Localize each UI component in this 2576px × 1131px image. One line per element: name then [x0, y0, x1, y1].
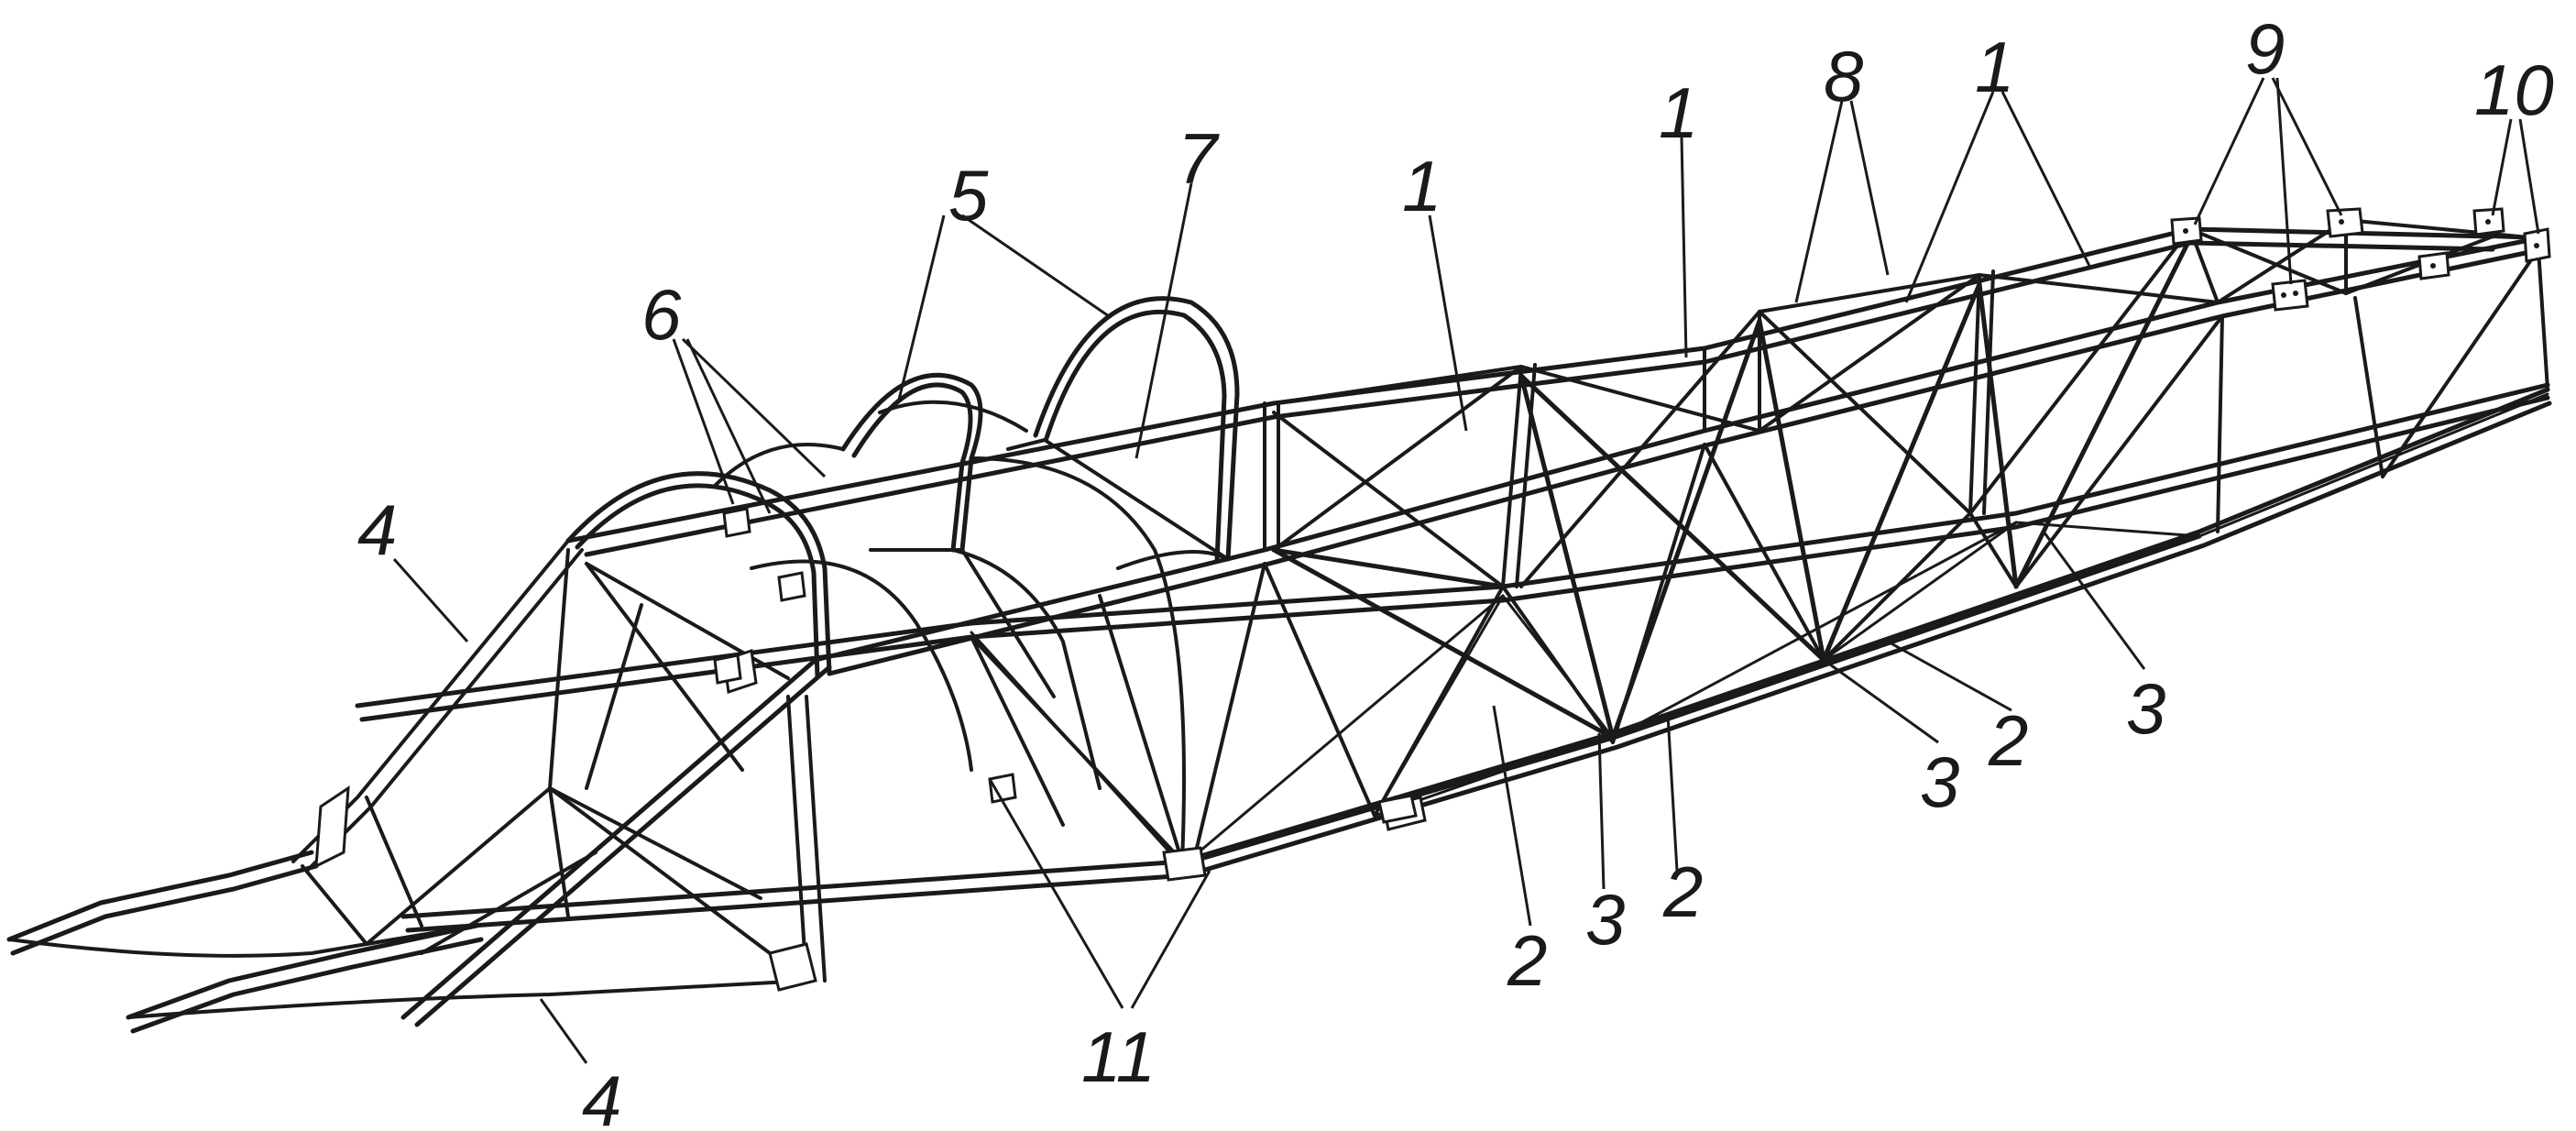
- label-11: 11: [1081, 1016, 1156, 1097]
- label-4-bottom: 4: [582, 1060, 621, 1131]
- label-5: 5: [948, 155, 989, 236]
- label-9: 9: [2245, 8, 2285, 89]
- cockpit-arches: [565, 296, 1240, 863]
- label-7: 7: [1178, 118, 1220, 199]
- label-3-b: 3: [1920, 741, 1959, 822]
- label-2-c: 2: [1988, 700, 2028, 781]
- tail-gussets: [2170, 207, 2551, 312]
- label-1-b: 1: [1659, 72, 1698, 153]
- bracing-wires: [1189, 236, 2202, 864]
- engine-mount: [6, 539, 832, 1034]
- leader-lines: [392, 77, 2540, 1064]
- label-3-a: 3: [1585, 879, 1625, 960]
- splice-fittings: [988, 773, 1427, 882]
- label-2-a: 2: [1507, 920, 1547, 1001]
- label-10: 10: [2474, 49, 2554, 130]
- label-1-c: 1: [1975, 27, 2014, 107]
- upper-longerons: [565, 226, 2546, 676]
- label-4-top: 4: [357, 489, 397, 570]
- label-3-c: 3: [2126, 668, 2165, 749]
- label-1-a: 1: [1402, 146, 1441, 226]
- label-8: 8: [1824, 36, 1863, 116]
- callout-labels: 1 1 1 8 9 10 7 5 6 4 4 11 2 3 2 3 2 3: [357, 8, 2554, 1131]
- label-6: 6: [641, 274, 682, 355]
- label-2-b: 2: [1662, 851, 1703, 932]
